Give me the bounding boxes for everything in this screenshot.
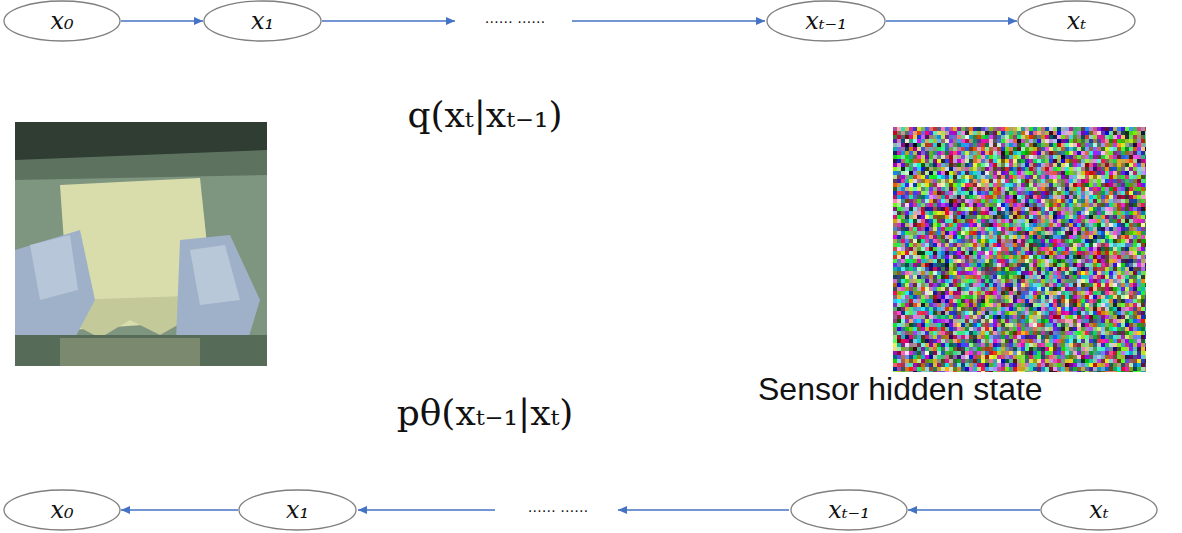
state-ellipse: x₀ xyxy=(3,0,121,42)
arrow-line xyxy=(358,509,495,511)
state-ellipse: xₜ xyxy=(1017,0,1136,42)
state-label: xₜ xyxy=(1089,496,1108,524)
arrow-connector xyxy=(908,509,1040,511)
state-label: x₀ xyxy=(50,496,73,524)
noise-image xyxy=(893,127,1146,372)
state-ellipse: x₁ xyxy=(203,0,322,42)
arrow-connector xyxy=(121,509,238,511)
state-ellipse: x₁ xyxy=(238,489,357,531)
state-label: xₜ xyxy=(1067,7,1086,35)
reverse-formula: pθ(xₜ₋₁|xₜ) xyxy=(325,392,645,433)
state-label: x₀ xyxy=(50,7,73,35)
photo xyxy=(15,122,267,366)
ellipsis-dots: …… …… xyxy=(460,10,570,26)
state-ellipse: xₜ₋₁ xyxy=(766,0,886,42)
arrow-line xyxy=(572,20,765,22)
arrow-line xyxy=(322,20,455,22)
state-label: xₜ₋₁ xyxy=(828,496,870,524)
state-ellipse: xₜ₋₁ xyxy=(790,489,908,531)
caption-text: Sensor hidden state xyxy=(758,371,1043,408)
ellipsis-dots: …… …… xyxy=(503,499,613,515)
state-label: x₁ xyxy=(251,7,274,35)
arrow-line xyxy=(618,509,789,511)
state-ellipse: x₀ xyxy=(3,489,121,531)
forward-formula: q(xₜ|xₜ₋₁) xyxy=(325,94,645,135)
state-label: x₁ xyxy=(286,496,309,524)
state-ellipse: xₜ xyxy=(1040,489,1158,531)
state-label: xₜ₋₁ xyxy=(805,7,847,35)
arrow-connector xyxy=(886,20,1017,22)
arrow-connector xyxy=(121,20,203,22)
